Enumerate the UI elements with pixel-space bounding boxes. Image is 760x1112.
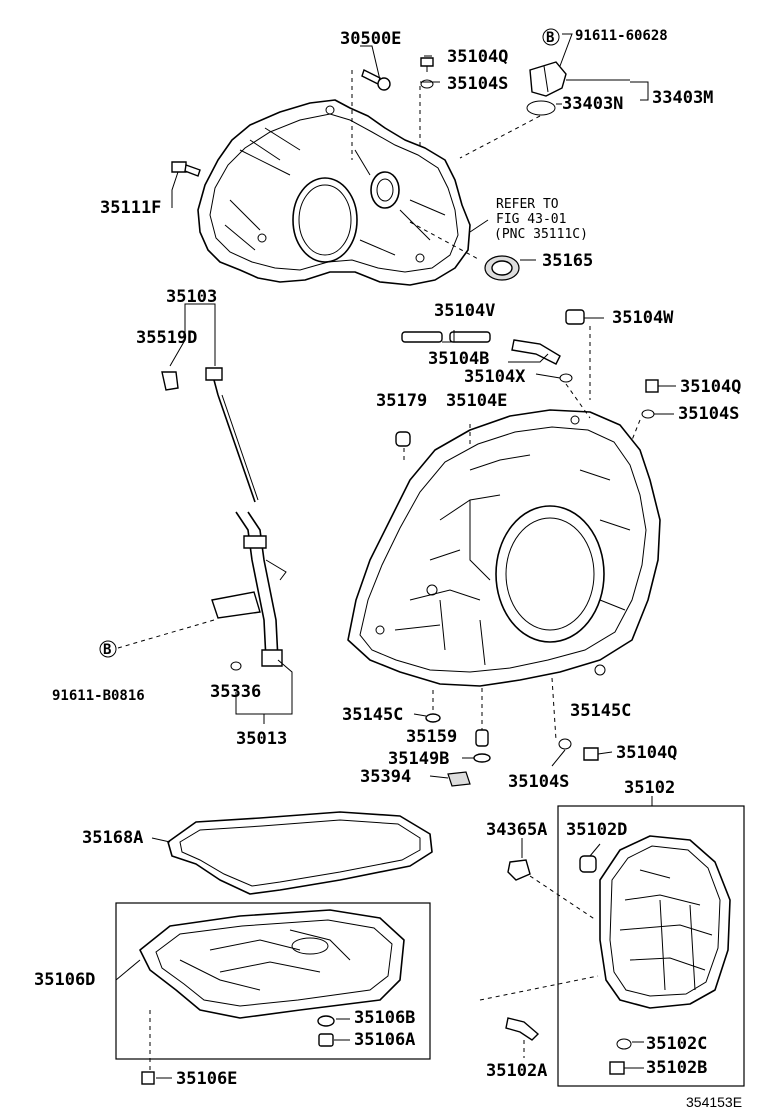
extension-housing-drawing (599, 835, 731, 1009)
label-35104B: 35104B (428, 349, 489, 369)
washer-35145C-left-drawing (425, 713, 441, 723)
bolt-35111F-drawing (171, 161, 201, 177)
label-35104W: 35104W (612, 308, 674, 328)
oring-35104X-drawing (559, 373, 573, 383)
label-35013: 35013 (236, 729, 287, 749)
label-33403M: 33403M (652, 88, 713, 108)
pipe-35104V-drawing (401, 331, 491, 343)
label-91611-B0816: 91611-B0816 (52, 688, 145, 704)
drain-plug-35106A-drawing (318, 1033, 334, 1047)
label-35104Q-low: 35104Q (616, 743, 677, 763)
bolt-30500E-drawing (361, 69, 391, 91)
guide-tube-drawing (211, 511, 287, 667)
label-35104Q-mid: 35104Q (680, 377, 741, 397)
transaxle-case-drawing (347, 409, 661, 687)
label-35111F: 35111F (100, 198, 161, 218)
plug-35102D-drawing (579, 855, 597, 873)
label-35165: 35165 (542, 251, 593, 271)
label-35159: 35159 (406, 727, 457, 747)
oil-pan-drawing (139, 909, 405, 1019)
symbol-b-left: B (99, 640, 117, 658)
label-35519D: 35519D (136, 328, 197, 348)
dipstick-drawing (205, 367, 259, 503)
diagram-code: 354153E (686, 1094, 742, 1110)
refer-note-line1: REFER TO (496, 197, 559, 212)
sensor-91611-60628-drawing (526, 61, 567, 116)
oil-pan-frame (115, 902, 431, 1060)
label-35145C-left: 35145C (342, 705, 403, 725)
symbol-b-top-letter: B (546, 30, 554, 46)
label-35104S-top: 35104S (447, 74, 508, 94)
label-35103: 35103 (166, 287, 217, 307)
oring-35102C-drawing (616, 1038, 632, 1050)
nut-34365A-drawing (507, 859, 531, 881)
oring-35104S-top-drawing (420, 79, 434, 89)
label-35102B: 35102B (646, 1058, 707, 1078)
bolt-35106E-drawing (141, 1071, 155, 1085)
magnet-35394-drawing (447, 771, 471, 787)
bolt-35102B-drawing (609, 1061, 625, 1075)
bolt-35104Q-mid-drawing (645, 379, 659, 393)
label-35106A: 35106A (354, 1030, 415, 1050)
label-35336: 35336 (210, 682, 261, 702)
label-35102A: 35102A (486, 1061, 547, 1081)
label-35106D: 35106D (34, 970, 95, 990)
seal-35165-drawing (484, 255, 520, 281)
label-35104X: 35104X (464, 367, 526, 387)
refer-note-line2: FIG 43-01 (496, 212, 566, 227)
converter-housing-drawing (197, 99, 471, 286)
label-91611-60628: 91611-60628 (575, 28, 668, 44)
plug-35104W-drawing (565, 309, 585, 325)
symbol-b-top: B (542, 28, 560, 46)
oring-35104S-mid-drawing (641, 409, 655, 419)
label-35168A: 35168A (82, 828, 143, 848)
label-35102D: 35102D (566, 820, 627, 840)
bolt-35104Q-top-drawing (420, 57, 434, 72)
drain-plug-35106B-drawing (317, 1015, 335, 1027)
bolt-35104Q-low-drawing (583, 747, 599, 761)
extension-housing-frame (557, 805, 745, 1087)
oring-35336-drawing (230, 661, 242, 671)
label-33403N: 33403N (562, 94, 623, 114)
label-35104S-low: 35104S (508, 772, 569, 792)
label-35145C-right: 35145C (570, 701, 631, 721)
label-35104S-mid: 35104S (678, 404, 739, 424)
label-35149B: 35149B (388, 749, 449, 769)
clip-35519D-drawing (161, 371, 179, 391)
gasket-35168A-drawing (167, 811, 433, 895)
plug-35159-drawing (475, 729, 489, 747)
refer-note-line3: (PNC 35111C) (494, 227, 588, 242)
label-35104V: 35104V (434, 301, 495, 321)
label-35106E: 35106E (176, 1069, 237, 1089)
label-35106B: 35106B (354, 1008, 415, 1028)
label-35102: 35102 (624, 778, 675, 798)
bolt-35102A-drawing (505, 1017, 540, 1041)
label-35179: 35179 (376, 391, 427, 411)
symbol-b-left-letter: B (103, 642, 111, 658)
union-35104B-drawing (511, 339, 561, 365)
label-30500E: 30500E (340, 29, 401, 49)
label-35102C: 35102C (646, 1034, 707, 1054)
label-34365A: 34365A (486, 820, 547, 840)
oring-35104S-low-drawing (558, 738, 572, 750)
label-35104Q-top: 35104Q (447, 47, 508, 67)
label-35104E: 35104E (446, 391, 507, 411)
washer-35149B-drawing (473, 753, 491, 763)
label-35394: 35394 (360, 767, 411, 787)
plug-35179-drawing (395, 431, 411, 447)
